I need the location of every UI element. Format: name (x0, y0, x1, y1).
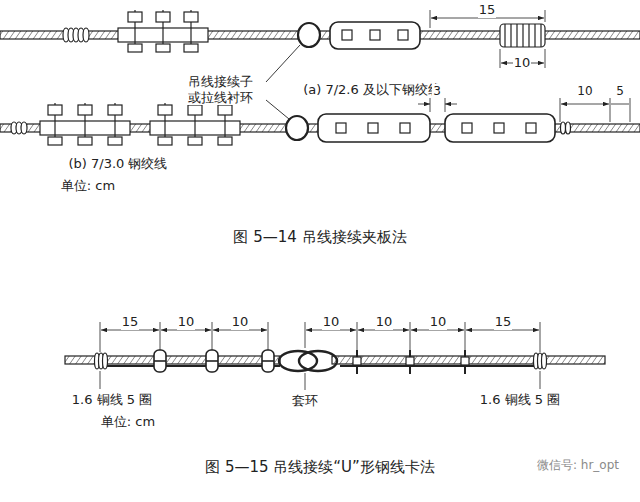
part-label: 1.6 铜线 5 圈 (479, 392, 561, 408)
dimension: 10 (177, 314, 196, 330)
dimension: 10 (513, 55, 532, 71)
figure-caption: 图 5—14 吊线接续夹板法 (232, 228, 407, 246)
dimension: 10 (322, 314, 341, 330)
dimension: 15 (494, 314, 513, 330)
unit-note: 单位: cm (100, 414, 156, 430)
dimension: 10 (375, 314, 394, 330)
part-label: 吊线接续子 或拉线衬环 (187, 74, 265, 105)
part-label: 1.6 铜线 5 圈 (71, 392, 153, 408)
dimension: 3 (432, 84, 442, 98)
dimension: 10 (231, 314, 250, 330)
figure-label: (a) 7/2.6 及以下钢绞线 (302, 82, 442, 98)
dimension: 5 (615, 84, 625, 98)
part-label: 套环 (291, 393, 319, 409)
unit-note: 单位: cm (60, 178, 116, 194)
figure-label: (b) 7/3.0 钢绞线 (68, 156, 169, 172)
dimension: 10 (429, 314, 448, 330)
figure-caption: 图 5—15 吊线接续“U”形钢线卡法 (204, 458, 436, 476)
dimension: 10 (576, 84, 593, 98)
dimension: 15 (478, 2, 497, 18)
watermark: 微信号: hr_opt (536, 458, 620, 472)
dimension: 15 (121, 314, 140, 330)
